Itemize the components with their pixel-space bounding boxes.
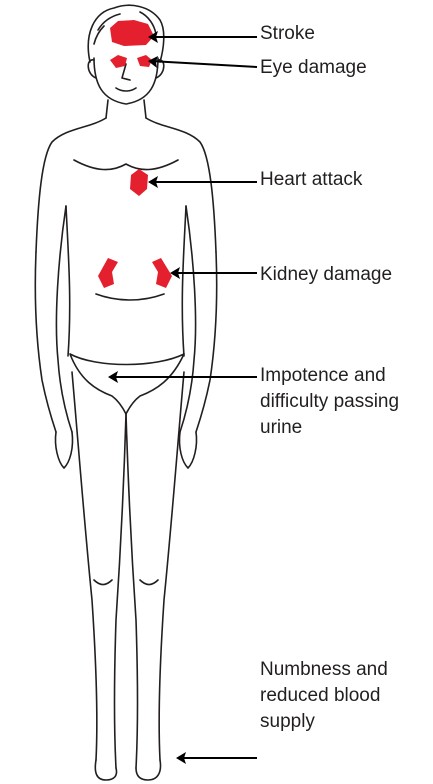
briefs xyxy=(70,354,184,414)
right-kidney-area xyxy=(152,258,172,288)
right-arm xyxy=(180,206,217,432)
left-leg xyxy=(72,372,126,768)
mouth xyxy=(116,88,136,91)
stroke-label: Stroke xyxy=(260,21,315,47)
knee-lines xyxy=(94,580,158,585)
eye-damage-label: Eye damage xyxy=(260,55,367,81)
right-foot xyxy=(136,760,161,780)
right-leg xyxy=(126,372,184,768)
left-eye-area xyxy=(110,55,127,68)
nose xyxy=(122,64,130,80)
left-kidney-area xyxy=(98,258,118,288)
brain-area xyxy=(110,20,154,46)
impotence-label: Impotence and difficulty passing urine xyxy=(260,363,399,441)
abdomen-line xyxy=(96,294,164,300)
left-foot xyxy=(95,760,116,780)
heart-attack-label: Heart attack xyxy=(260,167,362,193)
torso-outline xyxy=(36,118,216,356)
left-arm xyxy=(35,206,72,432)
pointer-arrows xyxy=(110,37,257,758)
right-hand xyxy=(179,432,196,468)
body-outline xyxy=(35,5,217,780)
heart-area xyxy=(130,169,148,196)
kidney-damage-label: Kidney damage xyxy=(260,262,392,288)
left-hand xyxy=(55,432,72,468)
numbness-label: Numbness and reduced blood supply xyxy=(260,657,388,735)
eye-damage-arrow-line xyxy=(150,61,257,67)
chest-line xyxy=(74,160,178,170)
neck xyxy=(106,100,146,118)
arrow-heads xyxy=(108,31,186,764)
